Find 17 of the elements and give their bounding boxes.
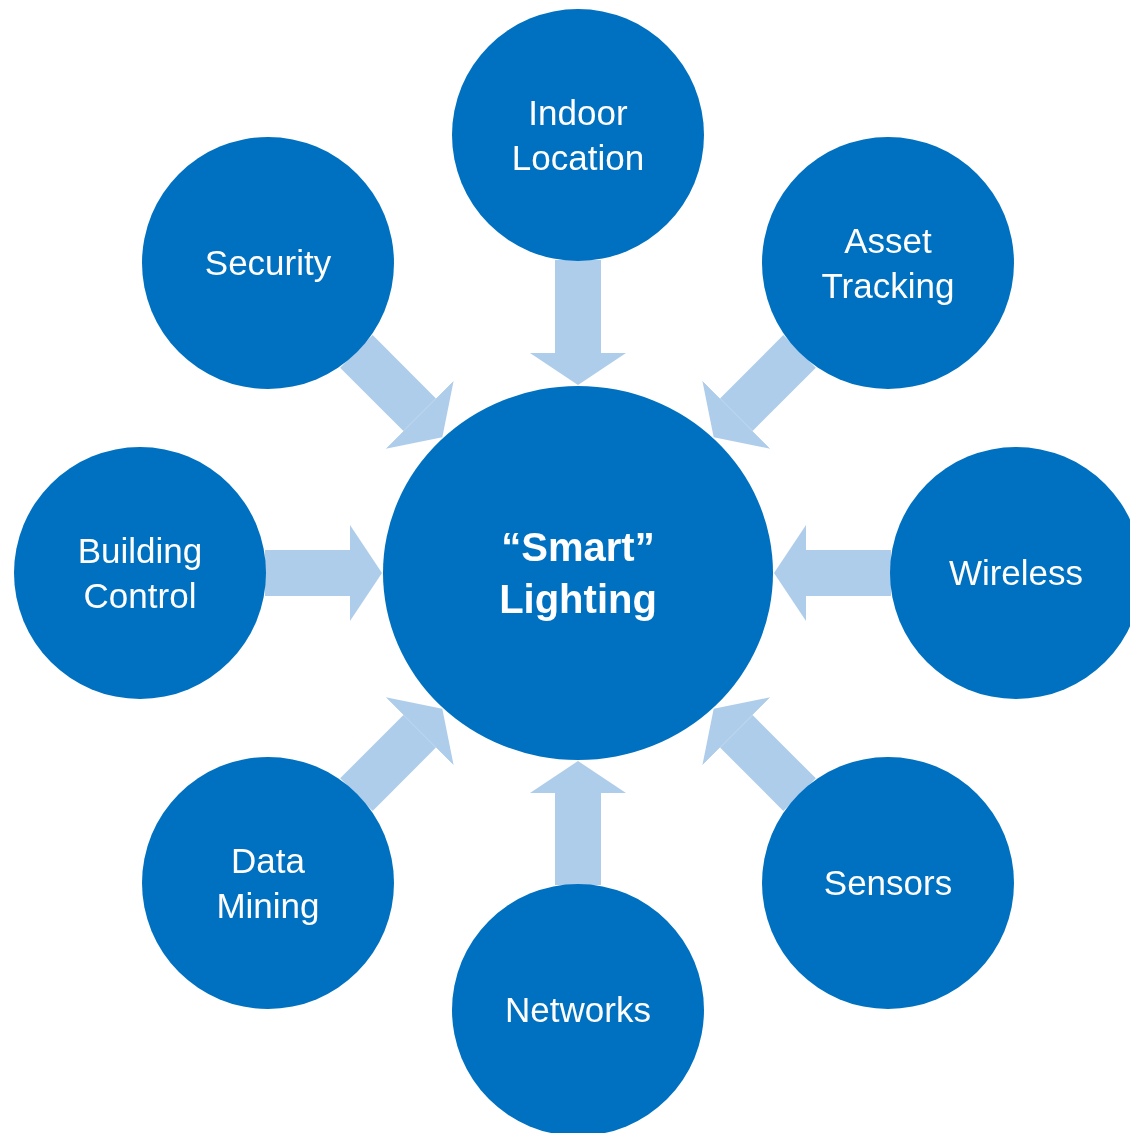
block-arrow — [340, 697, 454, 811]
node-label: Security — [204, 242, 332, 285]
node-label: Sensors — [823, 862, 953, 905]
block-arrow — [702, 335, 816, 449]
node-label: Building Control — [76, 529, 204, 617]
block-arrow — [702, 697, 816, 811]
node-label: “Smart” Lighting — [498, 524, 658, 623]
block-arrow — [340, 335, 454, 449]
node-label: Networks — [505, 989, 651, 1032]
node-label: Indoor Location — [510, 91, 646, 179]
block-arrow — [530, 260, 626, 385]
block-arrow — [265, 525, 382, 621]
block-arrow — [774, 525, 891, 621]
node-label: Data Mining — [215, 839, 321, 927]
node-label: Wireless — [948, 552, 1084, 595]
node-label: Asset Tracking — [820, 219, 956, 307]
block-arrow — [530, 761, 626, 885]
